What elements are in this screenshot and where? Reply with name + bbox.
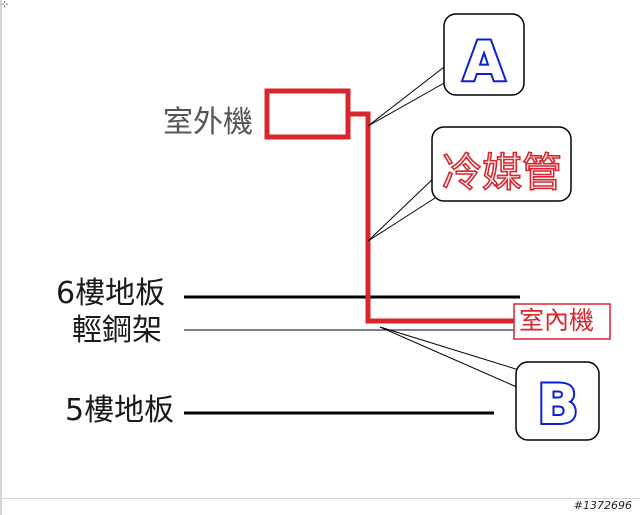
floor-6-label: 6樓地板 bbox=[56, 276, 166, 311]
callout-b-box bbox=[515, 361, 600, 441]
corner-crosshair-icon: ⊹ bbox=[1, 0, 9, 10]
callout-b-letter: B bbox=[537, 373, 578, 436]
refrigerant-pipe-label: 冷媒管 bbox=[442, 150, 562, 196]
frame-left bbox=[0, 0, 2, 515]
callout-a-letter: A bbox=[463, 30, 505, 93]
floor-5-label: 5樓地板 bbox=[65, 393, 175, 428]
indoor-unit-box bbox=[513, 303, 611, 340]
outdoor-unit-label: 室外機 bbox=[163, 105, 253, 140]
callout-b-leader-2 bbox=[379, 326, 520, 371]
callout-a-box bbox=[443, 13, 525, 96]
callout-a-leader-1 bbox=[367, 63, 449, 127]
outdoor-unit-box bbox=[264, 88, 351, 140]
steel-frame-label: 輕鋼架 bbox=[72, 313, 162, 348]
indoor-unit-label: 室內機 bbox=[519, 306, 595, 335]
callout-pipe-leader-2 bbox=[367, 197, 436, 242]
callout-a-leader-2 bbox=[367, 81, 447, 127]
watermark: #1372696 bbox=[573, 499, 632, 512]
callout-pipe-leader-1 bbox=[367, 174, 438, 242]
callout-pipe-box bbox=[431, 126, 572, 202]
frame-bottom bbox=[0, 498, 640, 499]
refrigerant-pipe-line bbox=[348, 111, 518, 324]
callout-b-leader-1 bbox=[379, 326, 520, 389]
